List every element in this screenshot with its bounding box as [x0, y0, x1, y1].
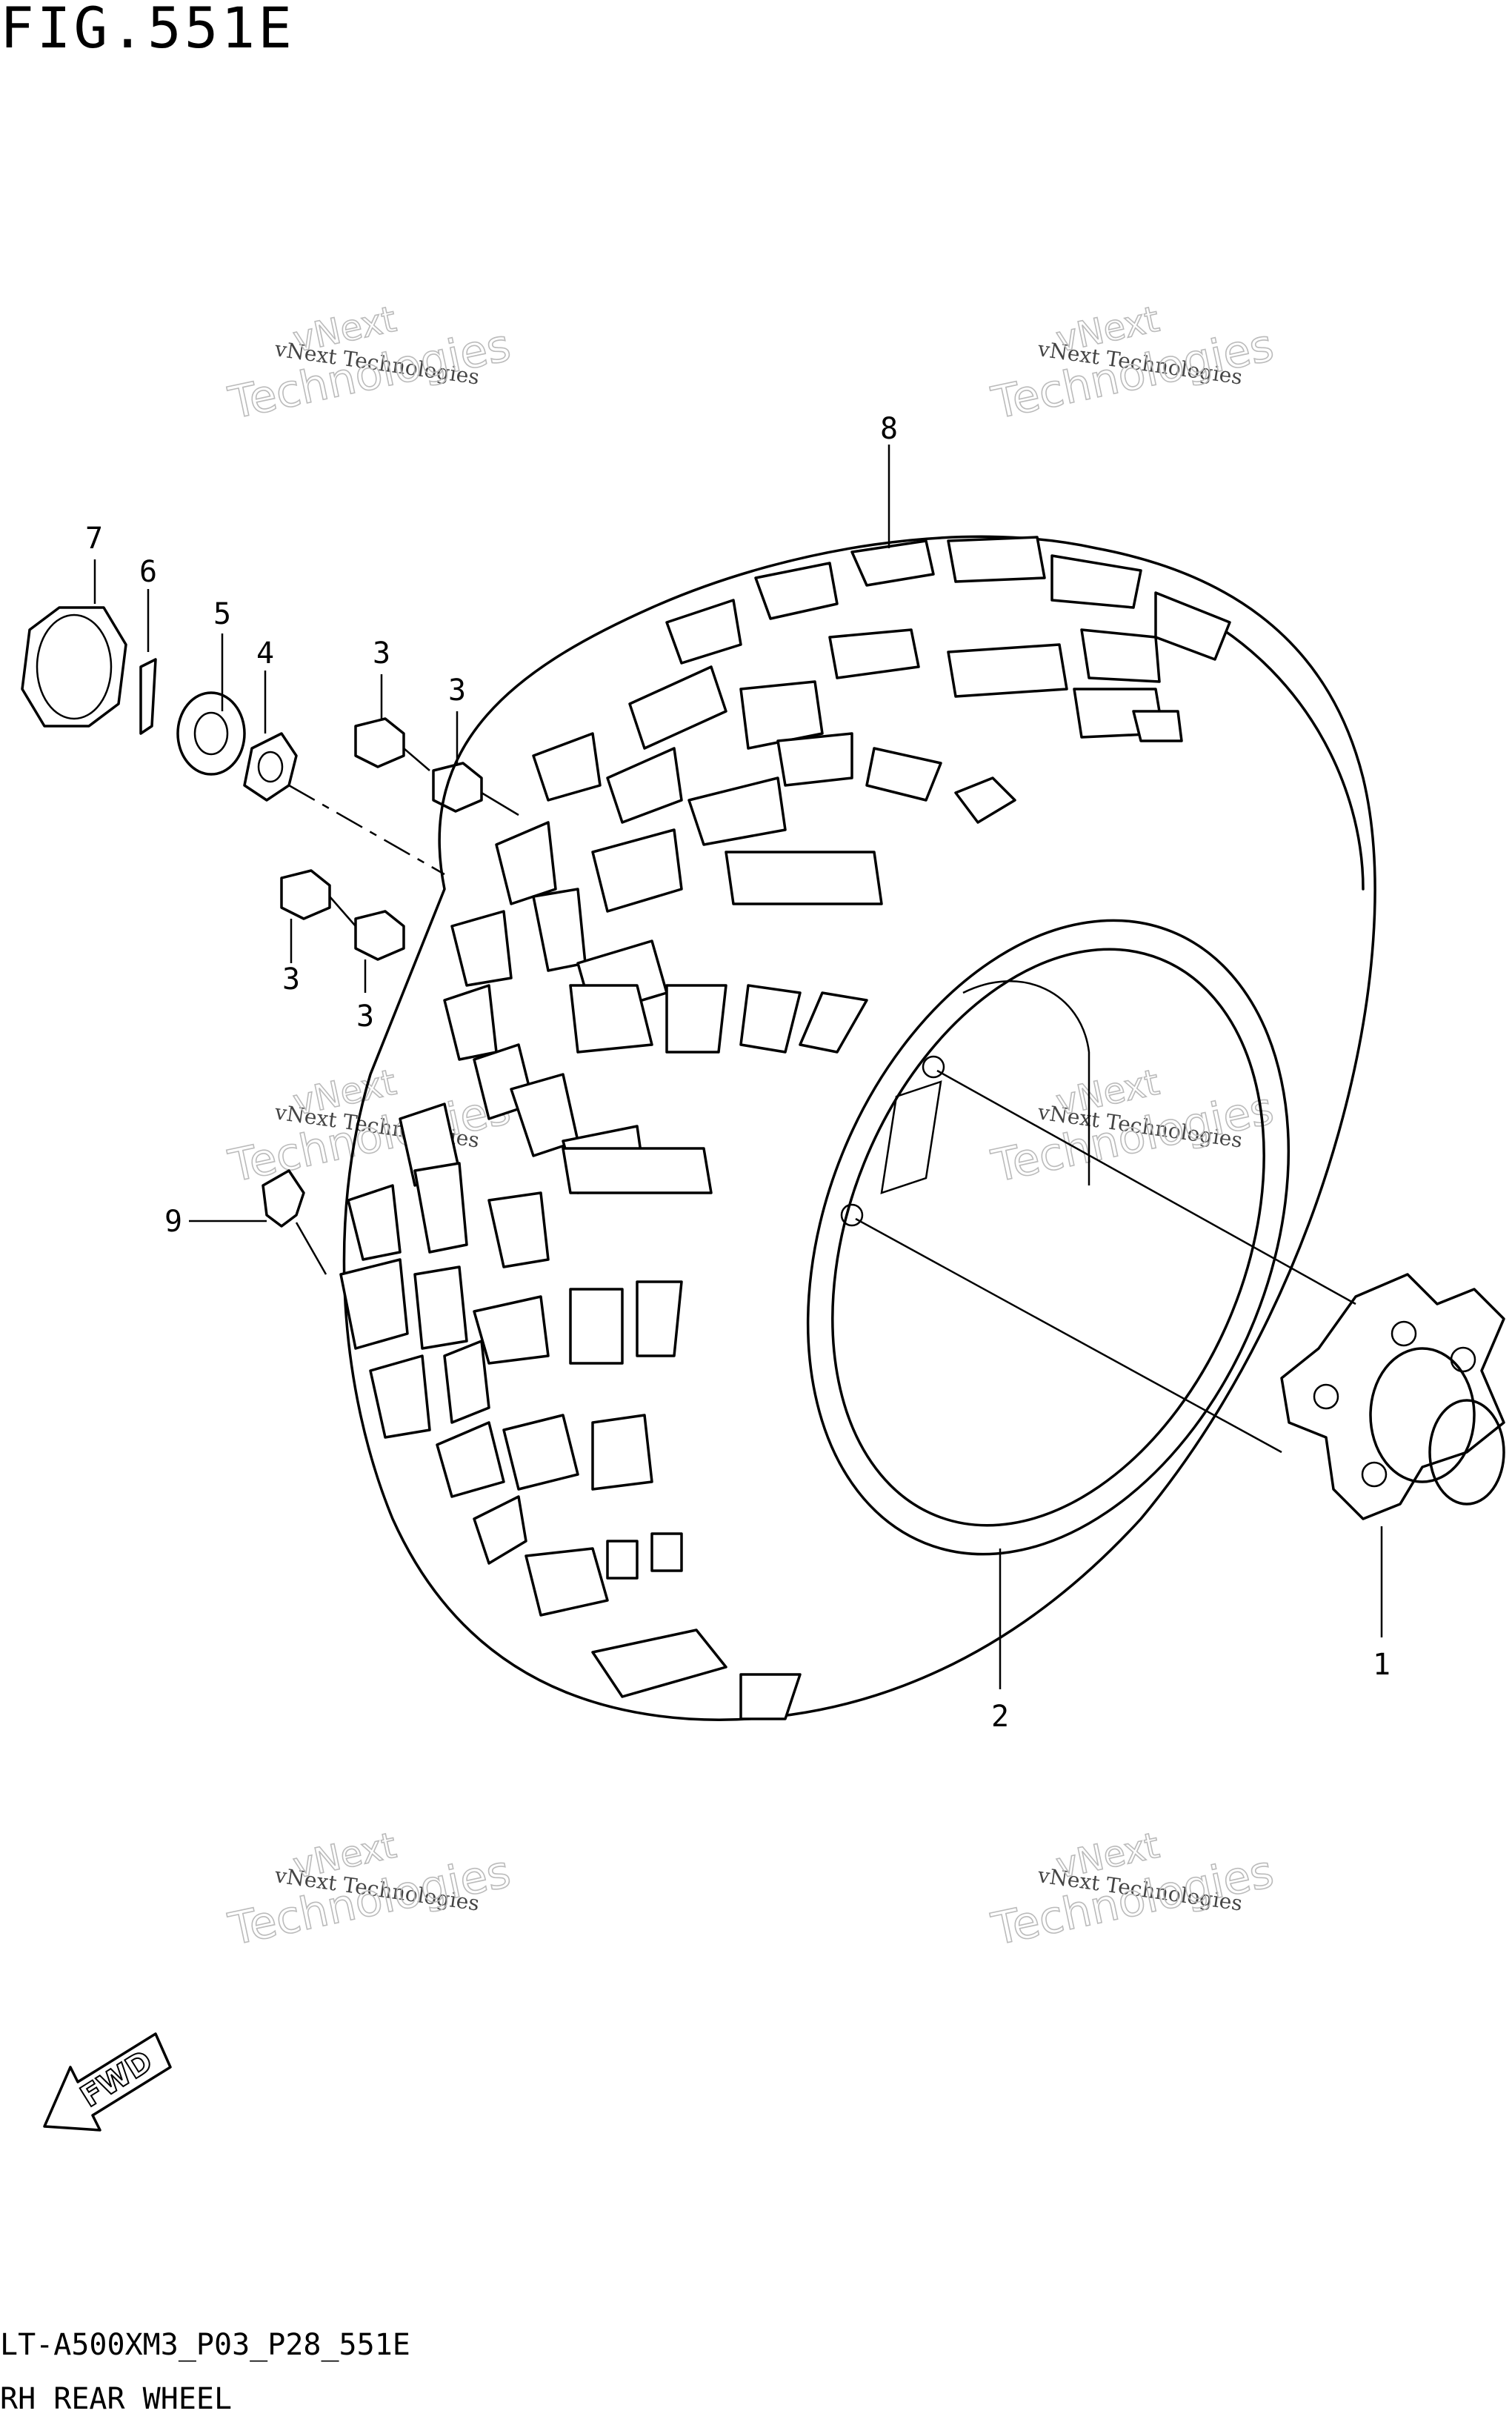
- nut-icon: [280, 717, 483, 961]
- callout-7: 7: [85, 522, 103, 556]
- watermark-bottom-left: vNext Technologies vNext Technologies: [224, 1824, 516, 1957]
- callout-2: 2: [991, 1700, 1009, 1734]
- washer-icon: [176, 691, 246, 776]
- tire-icon: [339, 535, 1376, 1721]
- figure-title: FIG.551E: [0, 0, 296, 61]
- lock-plate-icon: [243, 732, 298, 802]
- valve-icon: [262, 1169, 327, 1275]
- watermark-top-right: vNext Technologies vNext Technologies: [987, 298, 1279, 430]
- callout-9: 9: [164, 1205, 182, 1239]
- hub-icon: [1280, 1273, 1505, 1520]
- callout-3c: 3: [282, 962, 300, 997]
- watermark-mid-right: vNext Technologies vNext Technologies: [987, 1061, 1279, 1194]
- model-code: LT-A500XM3_P03_P28_551E: [0, 2328, 410, 2362]
- wheel-icon: [806, 919, 1290, 1556]
- callout-6: 6: [139, 555, 157, 589]
- callout-3d: 3: [356, 999, 374, 1034]
- watermark-top-left: vNext Technologies vNext Technologies: [224, 298, 516, 430]
- hub-nut-icon: [21, 606, 127, 728]
- watermark-bottom-right: vNext Technologies vNext Technologies: [987, 1824, 1279, 1957]
- callout-8: 8: [880, 412, 898, 446]
- callout-4: 4: [256, 636, 274, 671]
- callout-5: 5: [213, 597, 231, 631]
- callout-3a: 3: [373, 636, 390, 671]
- callout-1: 1: [1373, 1648, 1391, 1682]
- svg-text:FWD: FWD: [75, 2044, 159, 2114]
- callout-3b: 3: [448, 673, 466, 708]
- fwd-arrow-icon: FWD: [43, 2032, 172, 2132]
- figure-name: RH REAR WHEEL: [0, 2382, 233, 2416]
- cotter-pin-icon: [139, 658, 157, 735]
